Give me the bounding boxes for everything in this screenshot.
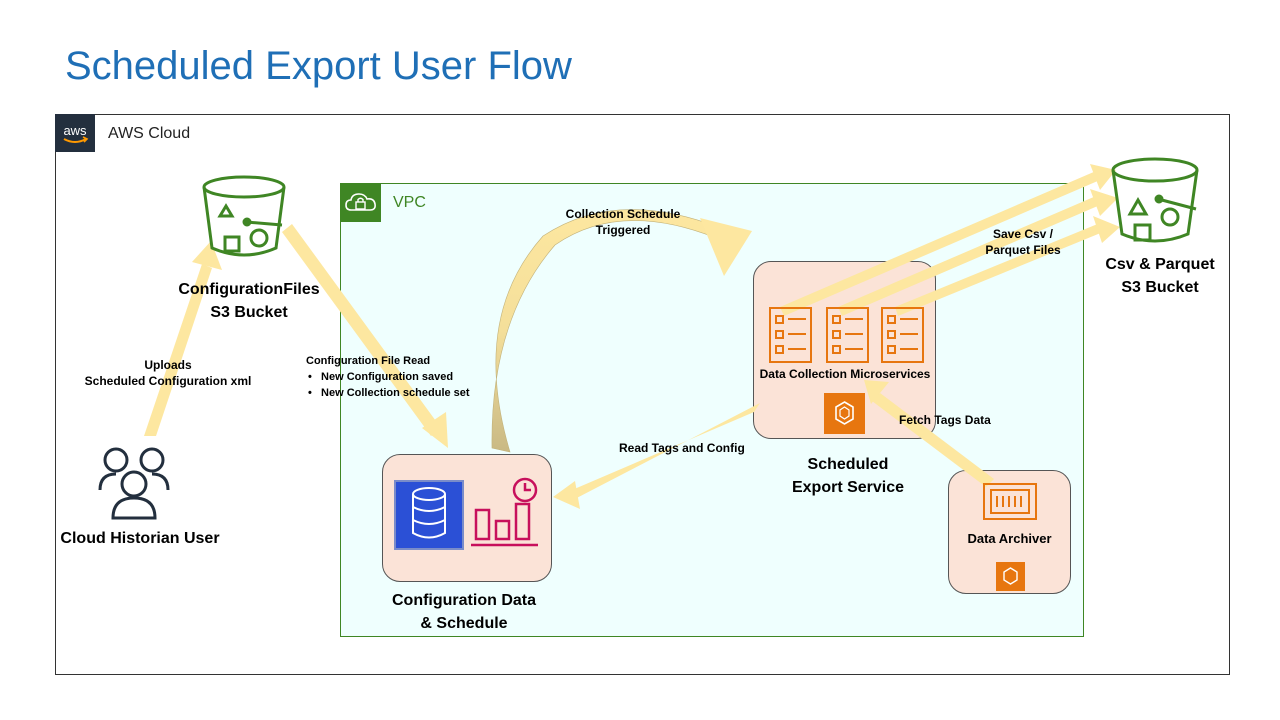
data-archiver-label: Data Archiver: [967, 531, 1052, 546]
data-archiver-icon: [983, 483, 1037, 520]
config-read-arrow: [282, 224, 448, 448]
config-s3-bucket-icon: [202, 175, 286, 257]
database-icon: [394, 480, 464, 550]
schedule-metrics-icon: [471, 477, 538, 547]
microservices-label: Data Collection Microservices: [759, 367, 931, 381]
vpc-label: VPC: [393, 194, 426, 211]
fetch-tags-label: Fetch Tags Data: [899, 413, 991, 427]
ecs-compute-icon: [824, 393, 865, 434]
csv-s3-bucket-icon: [1111, 157, 1199, 243]
config-bucket-label: ConfigurationFiles S3 Bucket: [178, 281, 320, 321]
read-tags-arrow: [553, 403, 760, 509]
microservice-icon-2: [826, 307, 869, 363]
user-label: Cloud Historian User: [60, 530, 220, 547]
save-files-label: Save Csv / Parquet Files: [985, 227, 1061, 257]
uploads-arrow: [144, 241, 222, 436]
export-service-label: Scheduled Export Service: [791, 456, 905, 496]
csv-bucket-label: Csv & Parquet S3 Bucket: [1105, 256, 1215, 296]
save-files-arrows: [780, 164, 1120, 316]
aws-logo-icon: aws: [55, 114, 95, 152]
config-read-label: Configuration File Read • New Configurat…: [306, 355, 470, 399]
uploads-label: Uploads Scheduled Configuration xml: [84, 358, 252, 388]
microservice-icon-1: [769, 307, 812, 363]
microservice-icons: [769, 307, 924, 363]
archiver-compute-icon: [996, 562, 1025, 591]
schedule-triggered-arrow: [491, 209, 752, 453]
vpc-cloud-lock-icon: [340, 183, 381, 222]
read-tags-label: Read Tags and Config: [619, 441, 745, 455]
users-icon: [98, 447, 170, 520]
aws-cloud-label: AWS Cloud: [108, 125, 191, 142]
fetch-tags-arrow: [864, 380, 994, 487]
microservice-icon-3: [881, 307, 924, 363]
config-data-label: Configuration Data & Schedule: [392, 592, 536, 632]
page-title: Scheduled Export User Flow: [65, 44, 572, 88]
schedule-triggered-label: Collection Schedule Triggered: [565, 207, 681, 237]
aws-cloud-group: [55, 114, 1230, 675]
aws-logo-text: aws: [63, 123, 87, 138]
